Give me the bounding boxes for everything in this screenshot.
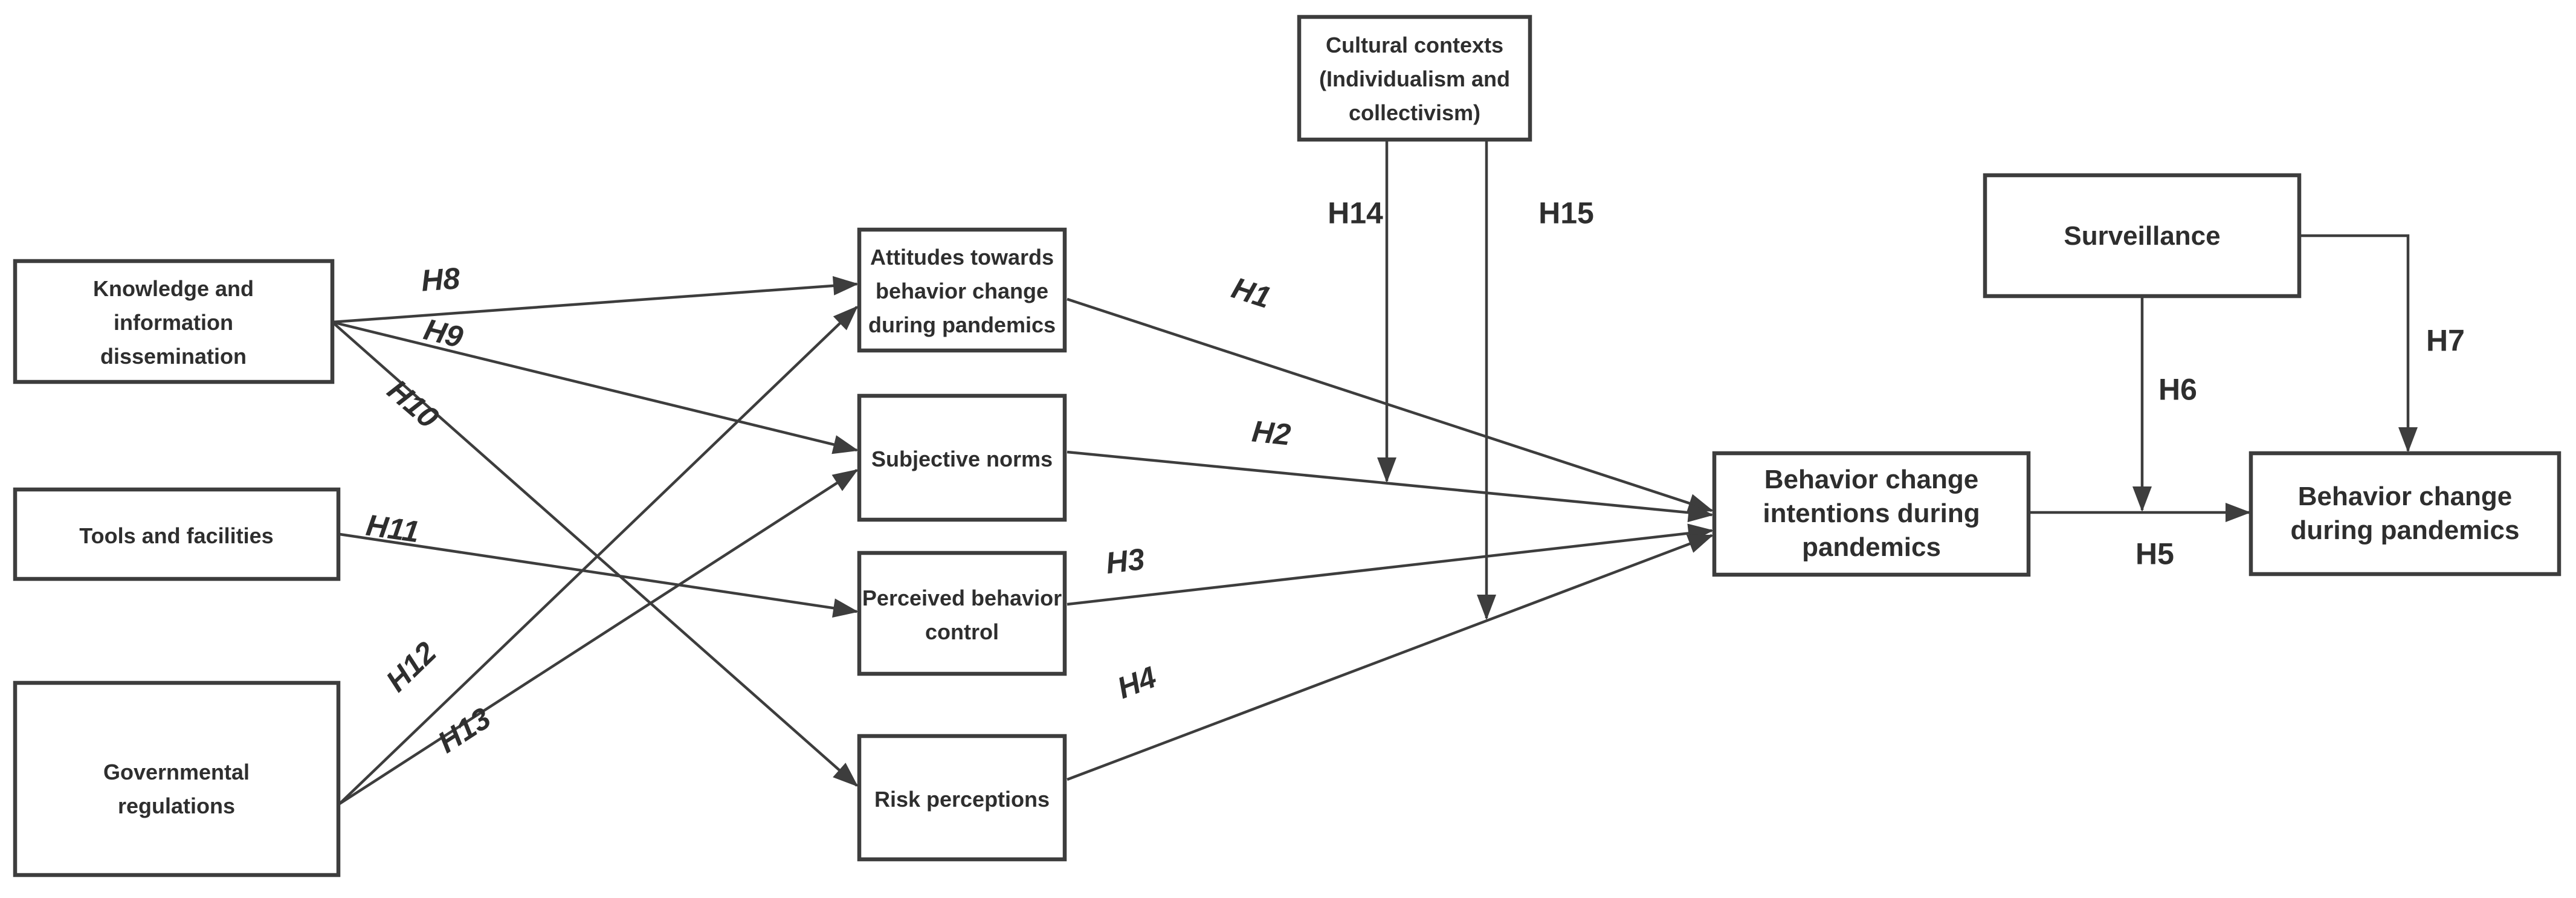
node-cultural: Cultural contexts (Individualism and col… [1297,15,1532,142]
node-knowledge: Knowledge and information dissemination [13,259,335,384]
node-perceived-box [857,551,1067,676]
h7-arrow [2300,234,2418,453]
node-knowledge-box [13,259,335,384]
h15-label: H15 [1538,196,1594,230]
h2-arrow [1067,450,1714,523]
node-cultural-line2: (Individualism and [1319,66,1510,91]
node-intentions-line2: intentions during [1763,499,1980,528]
node-subjective-box [857,393,1067,522]
node-subjective-line1: Subjective norms [871,447,1053,471]
node-intentions-line1: Behavior change [1764,465,1979,494]
h8-arrow [332,276,859,324]
node-behavior-line1: Behavior change [2298,482,2513,511]
h2-label: H2 [1250,414,1293,451]
h7-label: H7 [2426,324,2465,358]
node-government-box [13,680,341,877]
node-surveillance-line1: Surveillance [2064,221,2220,251]
h10-label: H10 [381,373,445,435]
node-cultural-line3: collectivism) [1349,100,1480,125]
node-risk: Risk perceptions [857,734,1067,862]
node-knowledge-line3: dissemination [100,344,247,369]
node-behavior-box [2248,451,2561,577]
node-behavior: Behavior change during pandemics [2248,451,2561,577]
node-intentions-line3: pandemics [1802,532,1941,562]
node-tools-line1: Tools and facilities [79,523,273,548]
node-intentions: Behavior change intentions during pandem… [1712,451,2031,577]
arrows [331,140,2418,805]
h12-arrow [338,305,859,805]
node-attitudes-box [857,227,1067,353]
node-attitudes-line1: Attitudes towards [870,245,1054,270]
node-surveillance: Surveillance [1983,173,2302,299]
h4-arrow [1067,534,1714,781]
h10-arrow [331,321,859,787]
h14-label: H14 [1328,196,1383,230]
h4-label: H4 [1112,660,1161,705]
node-attitudes-line3: during pandemics [868,312,1056,337]
node-risk-box [857,734,1067,862]
h11-label: H11 [364,508,421,549]
node-knowledge-line1: Knowledge and [93,276,254,301]
node-attitudes-line2: behavior change [876,279,1048,303]
h5-label: H5 [2135,537,2174,571]
node-attitudes: Attitudes towards behavior change during… [857,227,1067,353]
h9-arrow [332,320,859,454]
h6-label: H6 [2158,373,2197,407]
node-behavior-line2: during pandemics [2291,515,2520,545]
node-perceived: Perceived behavior control [857,551,1067,676]
node-subjective: Subjective norms [857,393,1067,522]
node-perceived-line1: Perceived behavior [862,586,1062,610]
h3-label: H3 [1104,542,1146,580]
node-government-line1: Governmental [103,760,250,784]
node-knowledge-line2: information [114,310,233,335]
node-cultural-line1: Cultural contexts [1326,33,1503,57]
h13-arrow [338,469,859,805]
h8-label: H8 [420,261,461,297]
h1-label: H1 [1228,271,1275,315]
node-cultural-box [1297,15,1532,142]
h12-label: H12 [379,635,443,698]
node-perceived-line2: control [925,619,999,644]
h3-arrow [1067,523,1714,606]
node-government: Governmental regulations [13,680,341,877]
node-surveillance-box [1983,173,2302,299]
node-intentions-box [1712,451,2031,577]
node-tools-box [13,487,341,581]
h9-label: H9 [421,312,466,355]
h1-arrow [1067,297,1714,513]
node-government-line2: regulations [118,793,235,818]
node-tools: Tools and facilities [13,487,341,581]
node-risk-line1: Risk perceptions [874,787,1050,812]
h11-arrow [339,532,859,618]
